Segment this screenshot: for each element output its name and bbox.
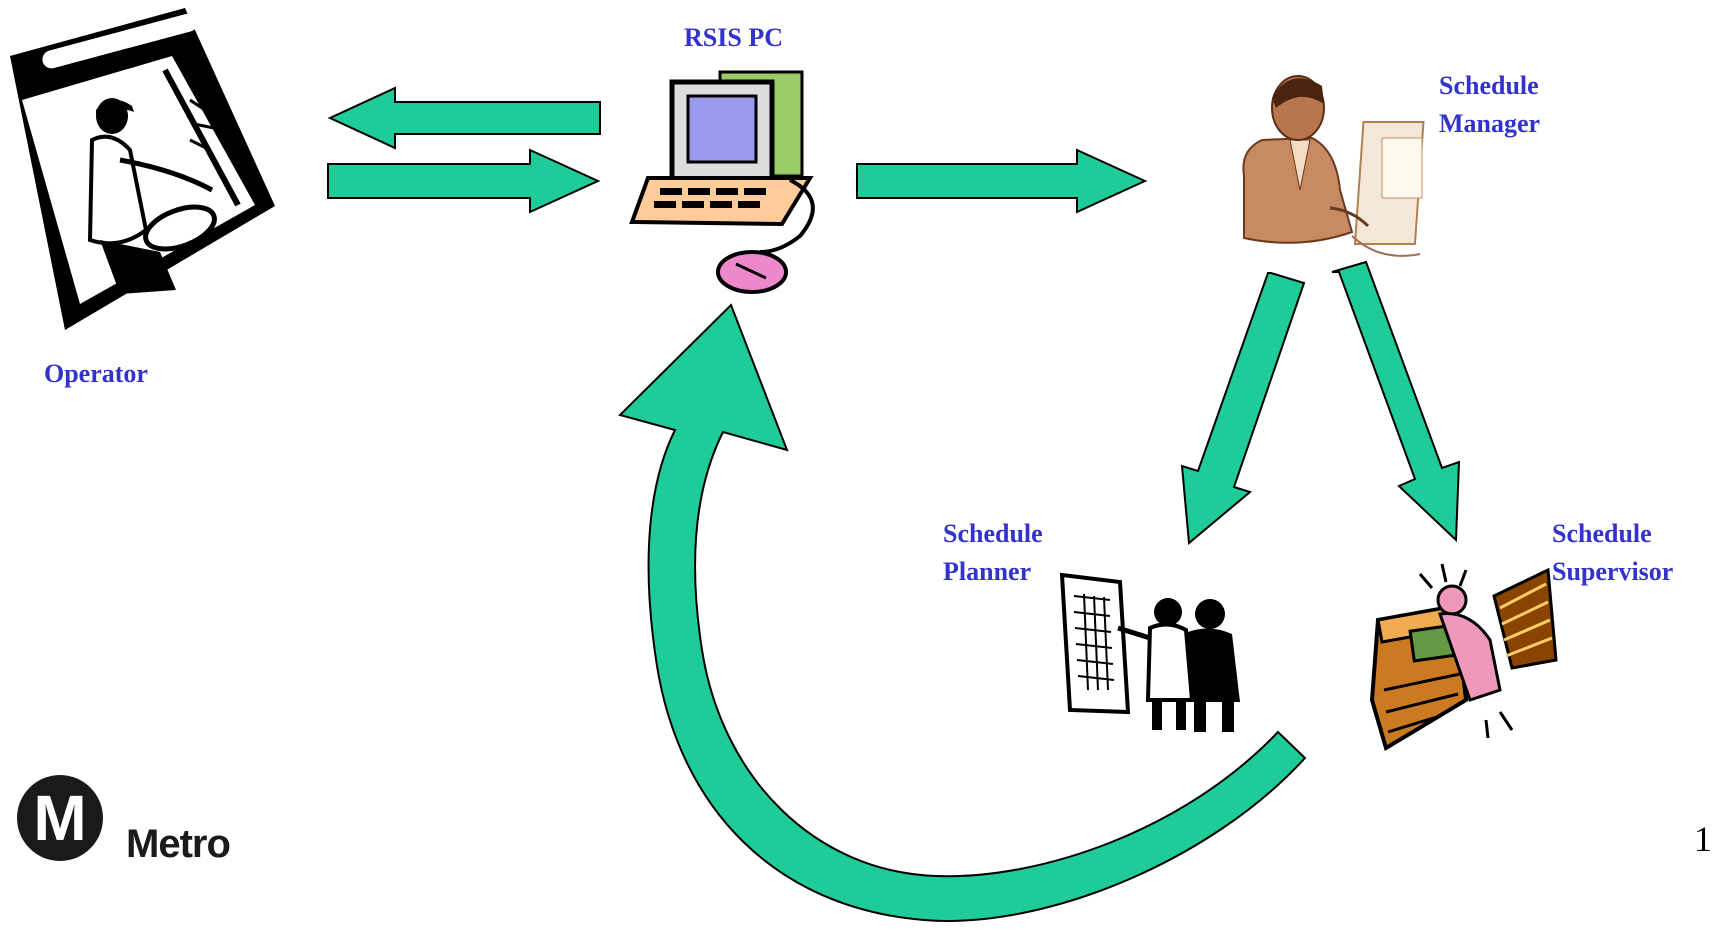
schedule-supervisor-label-line1: Schedule	[1552, 519, 1652, 548]
metro-logo-letter: M	[33, 782, 86, 854]
operator-label: Operator	[44, 359, 148, 388]
arrow-pc-to-operator	[327, 86, 601, 150]
arrow-return-to-pc	[618, 303, 1307, 922]
computer-icon	[629, 70, 815, 294]
arrow-pc-to-manager	[856, 148, 1148, 214]
schedule-supervisor-label-line2: Supervisor	[1552, 557, 1674, 586]
planners-icon	[1059, 572, 1240, 732]
schedule-manager-label-line2: Manager	[1439, 109, 1541, 138]
schedule-manager-label-line1: Schedule	[1439, 71, 1539, 100]
metro-logo-icon: M	[17, 775, 103, 861]
bus-driver-icon	[10, 8, 275, 330]
page-number: 1	[1694, 819, 1712, 859]
schedule-planner-label-line1: Schedule	[943, 519, 1043, 548]
desk-phone-worker-icon	[1369, 563, 1558, 752]
arrow-manager-to-planner	[1180, 272, 1306, 545]
arrow-manager-to-supervisor	[1331, 260, 1461, 543]
metro-logo-word: Metro	[126, 822, 231, 866]
rsis-pc-label: RSIS PC	[684, 23, 783, 52]
schedule-planner-label-line2: Planner	[943, 557, 1032, 586]
arrow-operator-to-pc	[327, 148, 601, 214]
office-worker-icon	[1242, 75, 1425, 257]
